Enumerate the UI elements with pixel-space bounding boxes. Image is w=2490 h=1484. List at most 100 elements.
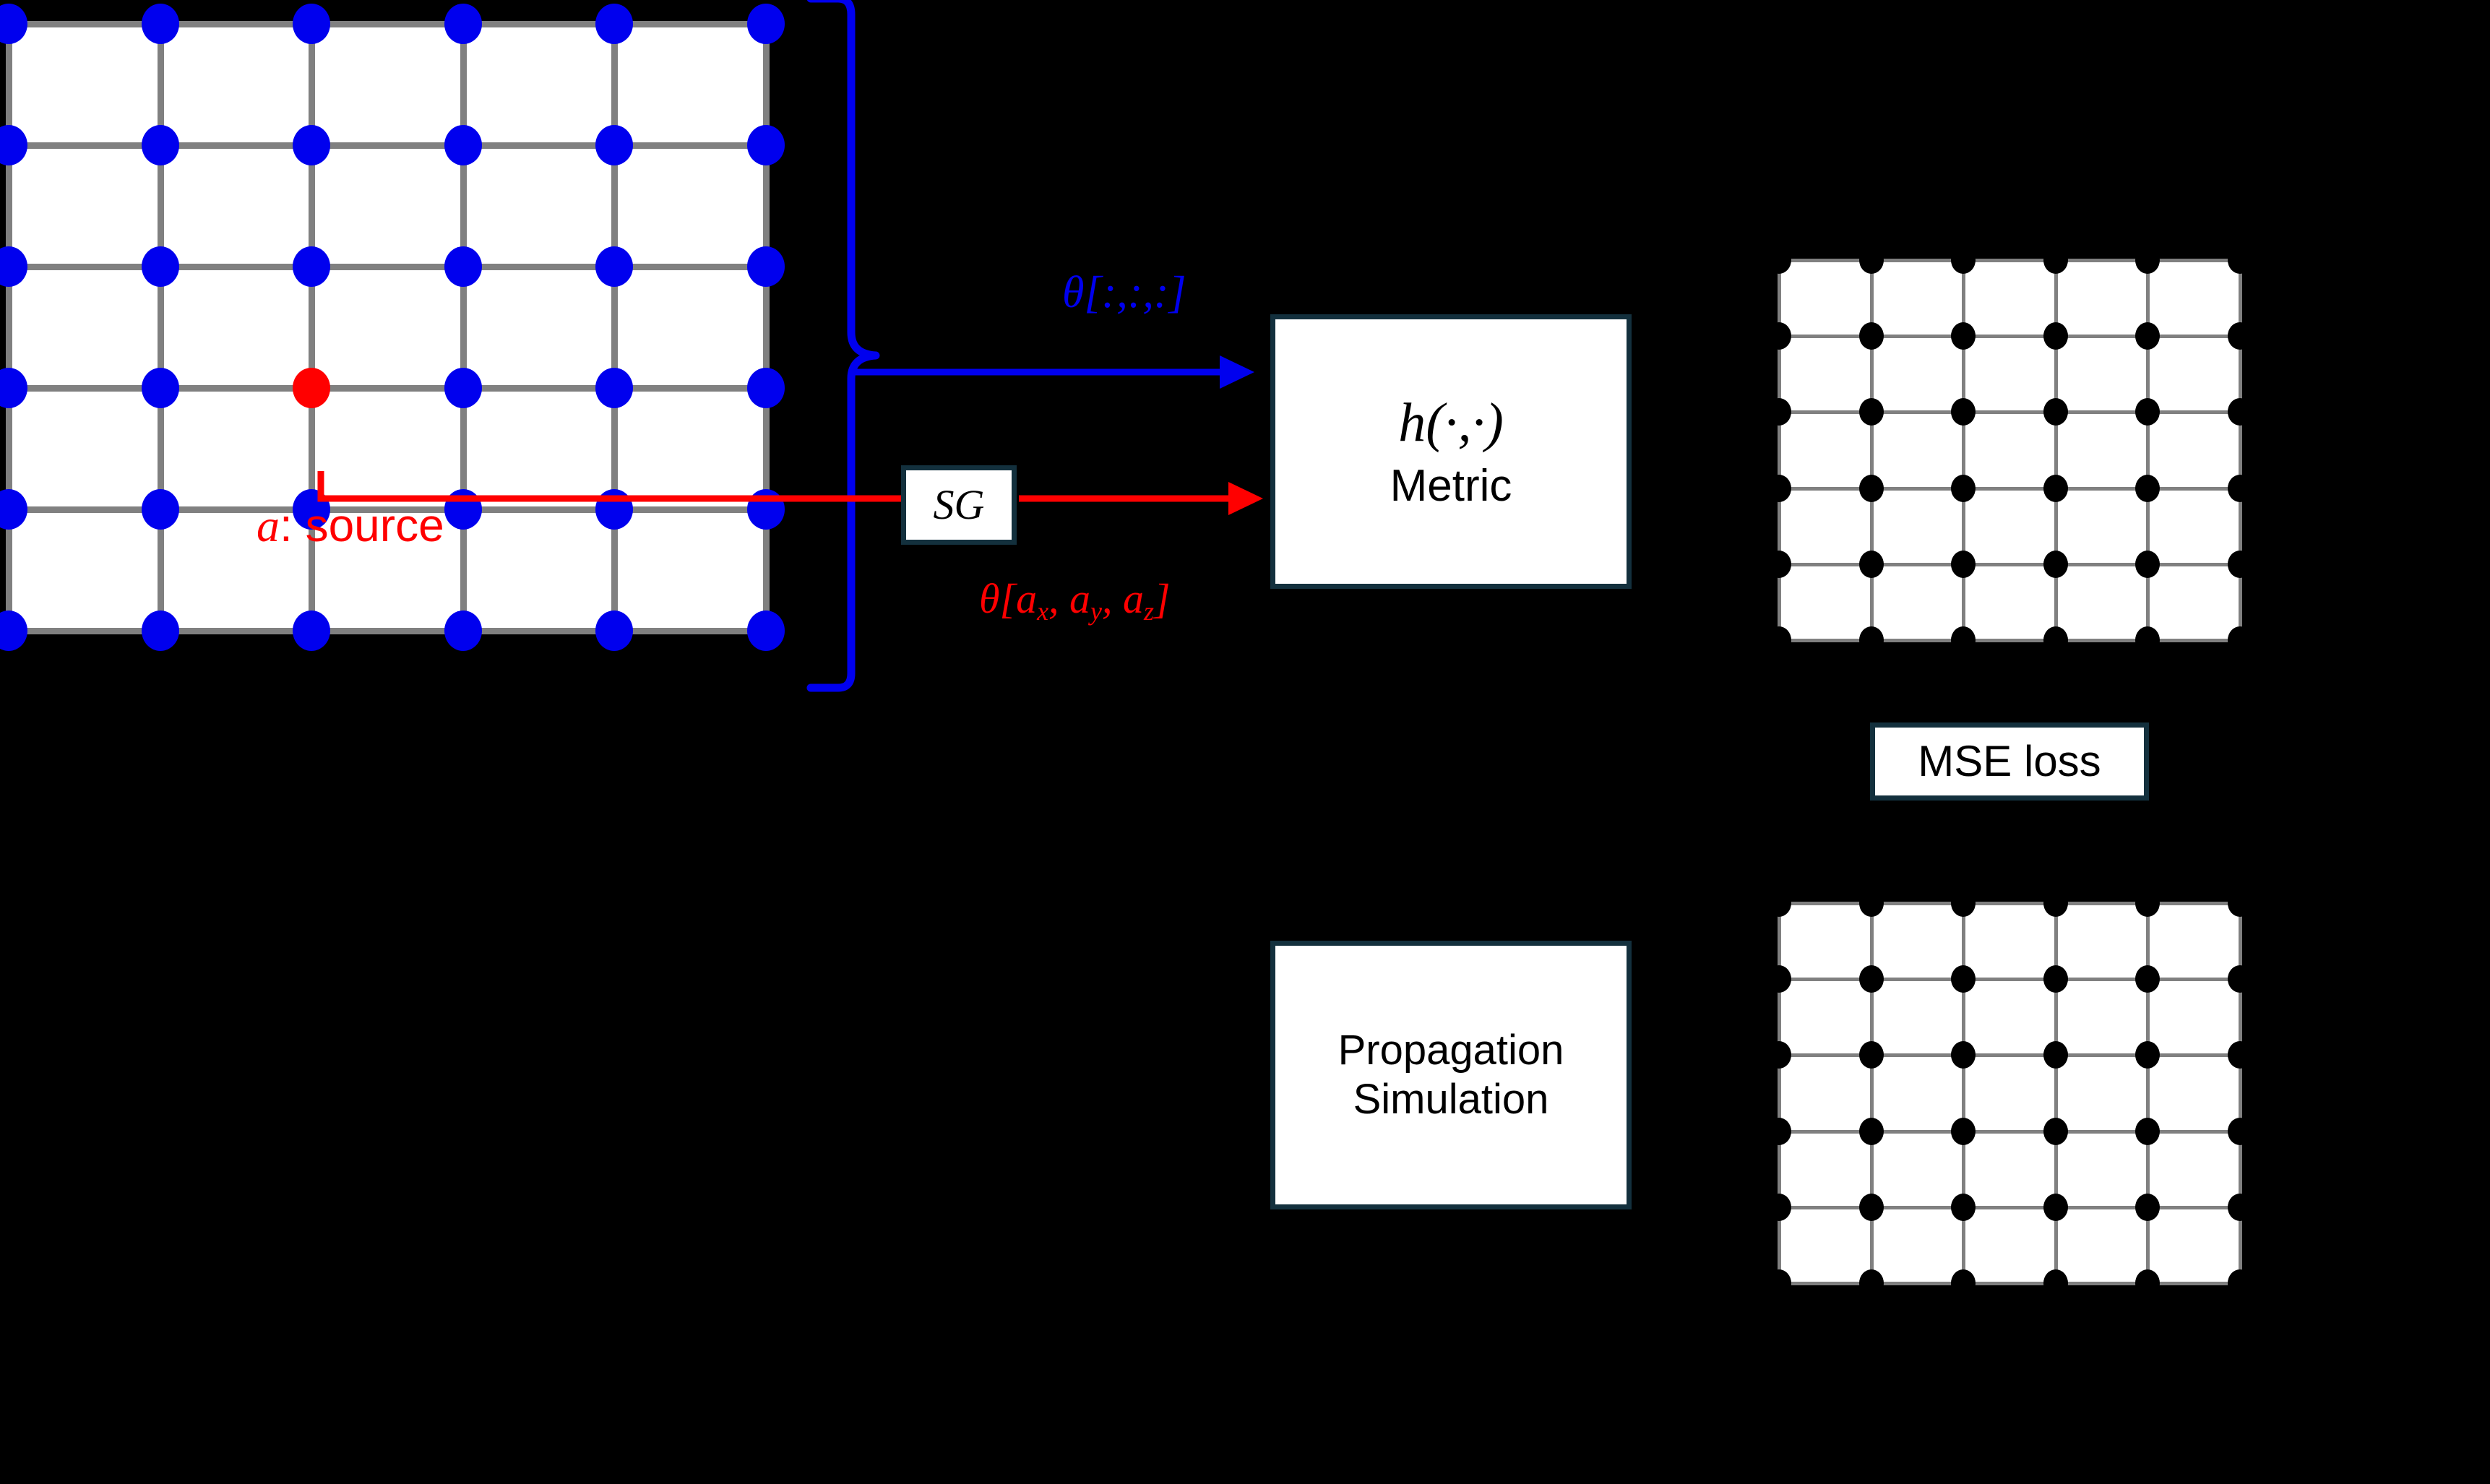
grid-node [2043, 246, 2068, 274]
grid-line-horizontal [1779, 562, 2240, 566]
grid-node [444, 611, 482, 651]
grid-node [2228, 322, 2252, 350]
grid-node [2135, 322, 2160, 350]
grid-node [1767, 1269, 1791, 1297]
parameter-grid [0, 4, 785, 651]
metric-box-math: h(·,·) [1398, 392, 1504, 453]
source-label: a: source [257, 499, 444, 553]
grid-line-horizontal [1779, 258, 2240, 262]
mse-loss-box[interactable]: MSE loss [1870, 722, 2149, 801]
theta-full-label: θ[:,:,:] [1062, 268, 1186, 317]
grid-line-vertical [2238, 903, 2242, 1283]
grid-node [1951, 626, 1976, 654]
grid-line-horizontal [1779, 901, 2240, 905]
grid-node [595, 125, 633, 165]
grid-node [2228, 398, 2252, 426]
grid-node [1951, 322, 1976, 350]
grid-node [1951, 1118, 1976, 1145]
simulated-field-grid [1767, 889, 2252, 1297]
grid-node [142, 611, 179, 651]
grid-node [444, 246, 482, 287]
grid-node [1859, 1194, 1884, 1221]
grid-node [595, 4, 633, 44]
sg-box[interactable]: SG [901, 465, 1017, 545]
grid-node [2228, 246, 2252, 274]
grid-line-vertical [2145, 260, 2150, 640]
grid-node [2135, 398, 2160, 426]
grid-node [142, 246, 179, 287]
grid-line-horizontal [9, 142, 766, 149]
grid-node [1767, 1118, 1791, 1145]
grid-node [444, 368, 482, 408]
theta-source-label: θ[ax, ay, az] [979, 574, 1171, 626]
grid-line-horizontal [1779, 638, 2240, 642]
grid-line-horizontal [1779, 1129, 2240, 1134]
grid-node [1767, 965, 1791, 993]
grid-node [1767, 551, 1791, 578]
grid-node [2043, 889, 2068, 917]
grid-node [1859, 398, 1884, 426]
grid-line-horizontal [1779, 1281, 2240, 1285]
grid-node [2135, 1269, 2160, 1297]
grid-node [293, 4, 330, 44]
grid-node [1951, 475, 1976, 502]
grid-node [2135, 889, 2160, 917]
grid-node [1951, 1041, 1976, 1069]
grid-node [2135, 1118, 2160, 1145]
grid-node [1767, 889, 1791, 917]
grid-node [747, 4, 785, 44]
grid-node [2043, 1041, 2068, 1069]
grid-line-vertical [157, 24, 164, 631]
grid-line-vertical [611, 24, 618, 631]
grid-node [293, 246, 330, 287]
grid-line-vertical [1777, 260, 1781, 640]
grid-node [747, 368, 785, 408]
grid-node [595, 611, 633, 651]
grid-node [1951, 1194, 1976, 1221]
grid-background [9, 24, 766, 631]
grid-line-vertical [460, 24, 467, 631]
grid-node [747, 125, 785, 165]
metric-box-label: Metric [1390, 461, 1512, 512]
grid-line-horizontal [1779, 977, 2240, 981]
grid-node [1951, 246, 1976, 274]
grid-node [595, 246, 633, 287]
grid-node [2135, 475, 2160, 502]
grid-node [2228, 626, 2252, 654]
grid-node [293, 125, 330, 165]
grid-node [142, 368, 179, 408]
grid-node [2228, 889, 2252, 917]
grid-node [1951, 889, 1976, 917]
grid-line-vertical [308, 24, 315, 631]
grid-line-horizontal [9, 20, 766, 27]
grid-node [2043, 551, 2068, 578]
propagation-simulation-box[interactable]: Propagation Simulation [1270, 941, 1632, 1209]
grid-node [747, 246, 785, 287]
grid-background [1779, 260, 2240, 640]
grid-node [444, 4, 482, 44]
grid-node [1951, 965, 1976, 993]
grid-node [2135, 551, 2160, 578]
grid-node [1859, 322, 1884, 350]
grid-node [1859, 246, 1884, 274]
grid-node [2043, 475, 2068, 502]
grid-node [2135, 1041, 2160, 1069]
metric-box[interactable]: h(·,·) Metric [1270, 314, 1632, 589]
grid-node [2228, 551, 2252, 578]
grid-line-vertical [1961, 903, 1965, 1283]
grid-node [1859, 551, 1884, 578]
grid-node [1767, 322, 1791, 350]
grid-node [1859, 965, 1884, 993]
grid-line-vertical [5, 24, 12, 631]
grid-node [1859, 1269, 1884, 1297]
grid-node [2228, 1269, 2252, 1297]
grid-brace [806, 0, 880, 692]
source-node [293, 368, 330, 408]
grid-node [2043, 1194, 2068, 1221]
grid-node [747, 611, 785, 651]
grid-line-horizontal [9, 506, 766, 513]
grid-node [2043, 398, 2068, 426]
grid-line-horizontal [1779, 1053, 2240, 1057]
grid-node [293, 611, 330, 651]
theta-full-arrow [853, 355, 1254, 389]
